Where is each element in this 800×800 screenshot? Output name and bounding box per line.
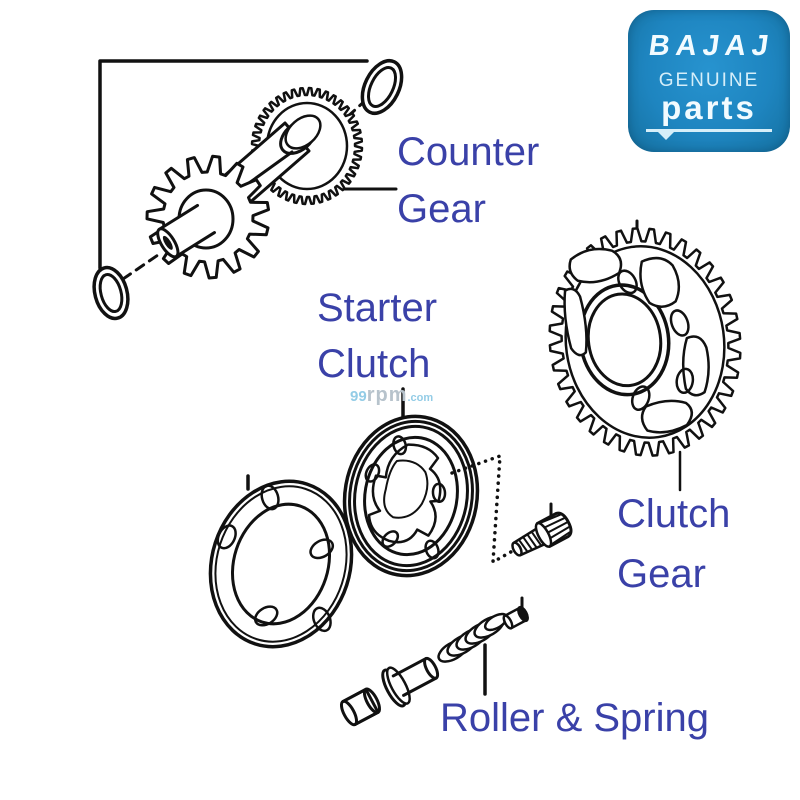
- watermark-prefix: 99: [350, 388, 367, 405]
- clutch-spring: [437, 612, 509, 663]
- genuine-text: GENUINE: [658, 70, 760, 91]
- clutch-bolt: [511, 502, 573, 557]
- roller-pin: [502, 596, 529, 630]
- roller-cylinder: [339, 687, 381, 727]
- bolt-position-dotted-line: [450, 454, 518, 564]
- counter-gear-label-line1: Counter: [397, 130, 540, 174]
- parts-text: parts: [661, 89, 757, 126]
- counter-pinion-gear: [145, 154, 270, 280]
- clutch-gear-label-line2: Gear: [617, 552, 706, 596]
- watermark-brand: rpm: [366, 384, 408, 406]
- washer-plate: [208, 474, 354, 649]
- watermark: 99 rpm .com: [350, 384, 433, 407]
- spring-plunger-cap: [381, 656, 440, 708]
- watermark-suffix: .com: [407, 392, 434, 404]
- counter-gear-label: Counter Gear: [397, 124, 539, 238]
- o-ring-bottom: [92, 265, 130, 321]
- clutch-gear-label-line1: Clutch: [617, 492, 731, 536]
- starter-clutch-assembly: [342, 387, 518, 578]
- starter-clutch-label-line1: Starter: [317, 286, 438, 330]
- clutch-gear-sprocket: [548, 219, 742, 492]
- axis-dashed-line-bottom: [121, 253, 160, 281]
- starter-clutch-label: Starter Clutch: [317, 280, 437, 392]
- clutch-gear-label: Clutch Gear: [617, 484, 730, 604]
- o-ring-top: [360, 59, 404, 115]
- roller-spring-label: Roller & Spring: [440, 696, 710, 740]
- axis-bracket-line: [98, 59, 369, 270]
- counter-gear-assembly: [92, 59, 404, 321]
- bajaj-genuine-parts-badge: BAJAJ GENUINE parts: [628, 10, 790, 152]
- bajaj-logo-text: BAJAJ: [647, 30, 777, 62]
- counter-gear-label-line2: Gear: [397, 187, 486, 231]
- starter-clutch-label-line2: Clutch: [317, 342, 431, 386]
- badge-underline-arrow: [646, 129, 772, 140]
